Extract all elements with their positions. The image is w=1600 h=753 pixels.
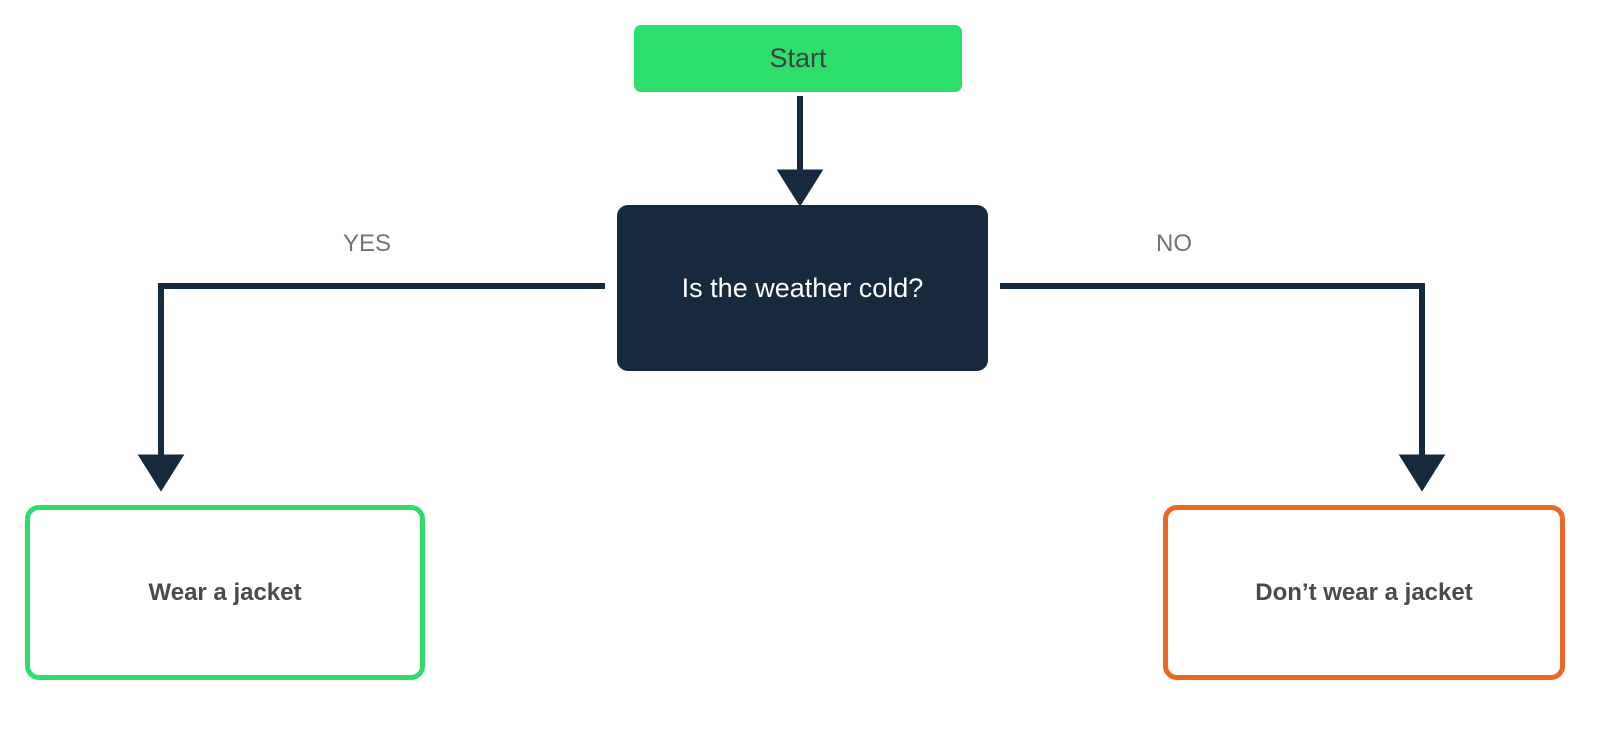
node-outcome-wear-jacket[interactable]: Wear a jacket: [25, 505, 425, 680]
node-decision-weather-cold[interactable]: Is the weather cold?: [617, 205, 988, 371]
node-start[interactable]: Start: [634, 25, 962, 92]
edge-label-no: NO: [1156, 230, 1192, 257]
edge-label-yes: YES: [343, 230, 392, 257]
edge-decision-to-wear-jacket: [137, 283, 605, 492]
node-outcome-dont-wear-jacket[interactable]: Don’t wear a jacket: [1163, 505, 1565, 680]
edge-decision-to-dont-wear-jacket: [1000, 283, 1446, 492]
